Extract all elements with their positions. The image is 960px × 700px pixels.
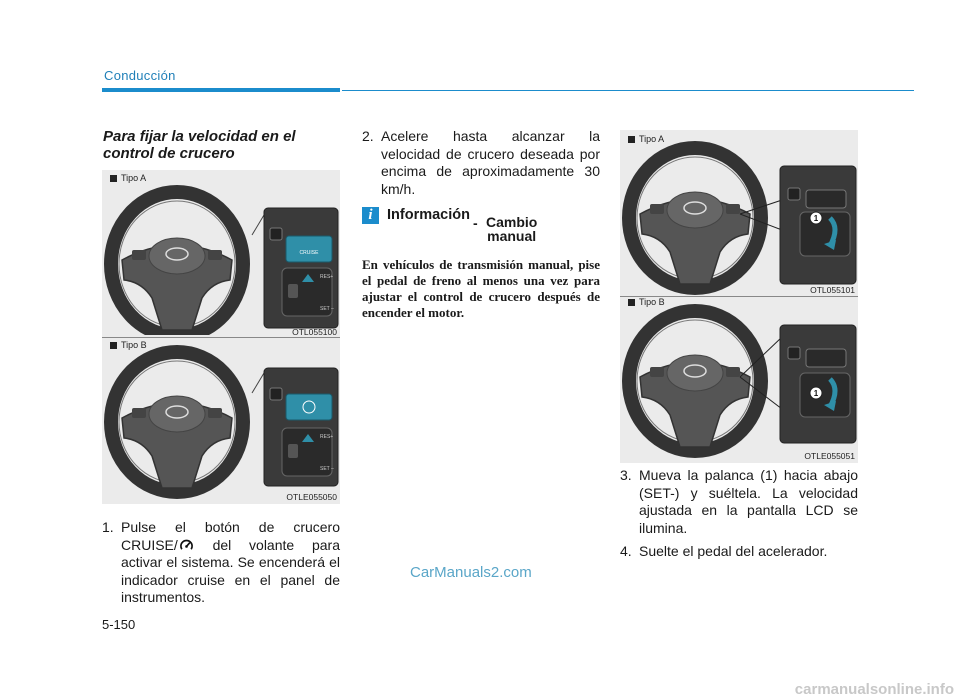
- figure-label-type-b: Tipo B: [628, 297, 665, 307]
- figure-code-a: OTL055100: [292, 327, 337, 337]
- step-item: 1.Pulse el botón de crucero CRUISE/ del …: [102, 519, 340, 605]
- lever-marker-b: 1: [814, 389, 819, 398]
- cruise-indicator-icon: [179, 539, 193, 550]
- header-rule-thick: [102, 88, 340, 92]
- figure-label-type-b: Tipo B: [110, 340, 147, 350]
- steering-wheel-illustration-a: CRUISE RES+ SET –: [104, 185, 339, 335]
- info-subtitle: Cambio manual: [485, 214, 538, 244]
- header-rule-thin: [342, 89, 914, 91]
- info-dash: -: [472, 215, 478, 231]
- res-label-b: RES+: [320, 434, 333, 440]
- cruise-button-label: CRUISE: [300, 250, 320, 256]
- figure-left: Tipo A CRUISE RES+ SET – OTL055100 Tipo …: [102, 170, 340, 504]
- figure-label-type-a: Tipo A: [628, 134, 664, 144]
- set-label-a: SET –: [320, 306, 334, 312]
- info-icon: i: [362, 207, 379, 224]
- info-title: Información: [387, 207, 470, 223]
- subheading: Para fijar la velocidad en el control de…: [103, 128, 296, 162]
- info-header: i Información - Cambio manual: [362, 207, 542, 243]
- steps-middle: 2.Acelere hasta alcanzar la velocidad de…: [362, 128, 600, 198]
- steering-wheel-illustration-d: 1: [622, 304, 857, 458]
- watermark: CarManuals2.com: [410, 564, 532, 581]
- section-title: Conducción: [104, 68, 176, 83]
- step-item: 4.Suelte el pedal del acelerador.: [620, 543, 828, 559]
- figure-code-b: OTLE055050: [286, 492, 337, 502]
- step-item: 2.Acelere hasta alcanzar la velocidad de…: [362, 128, 600, 197]
- steering-wheel-illustration-b: RES+ SET –: [104, 345, 339, 499]
- figure-code-c: OTL055101: [810, 285, 855, 295]
- figure-right: Tipo A 1 OTL055101 Tipo B: [620, 130, 858, 463]
- set-label-b: SET –: [320, 466, 334, 472]
- step-item: 3.Mueva la palanca (1) hacia abajo (SET-…: [620, 467, 858, 536]
- steering-wheel-illustration-c: 1: [622, 141, 857, 295]
- res-label-a: RES+: [320, 274, 333, 280]
- figure-code-d: OTLE055051: [804, 451, 855, 461]
- footer-watermark: carmanualsonline.info: [794, 681, 954, 698]
- info-body: En vehículos de transmisión manual, pise…: [362, 257, 600, 320]
- steps-left: 1.Pulse el botón de crucero CRUISE/ del …: [102, 519, 340, 607]
- lever-marker-a: 1: [814, 214, 819, 223]
- page-number: 5-150: [102, 617, 136, 632]
- steps-right: 3.Mueva la palanca (1) hacia abajo (SET-…: [620, 467, 858, 561]
- figure-label-type-a: Tipo A: [110, 173, 146, 183]
